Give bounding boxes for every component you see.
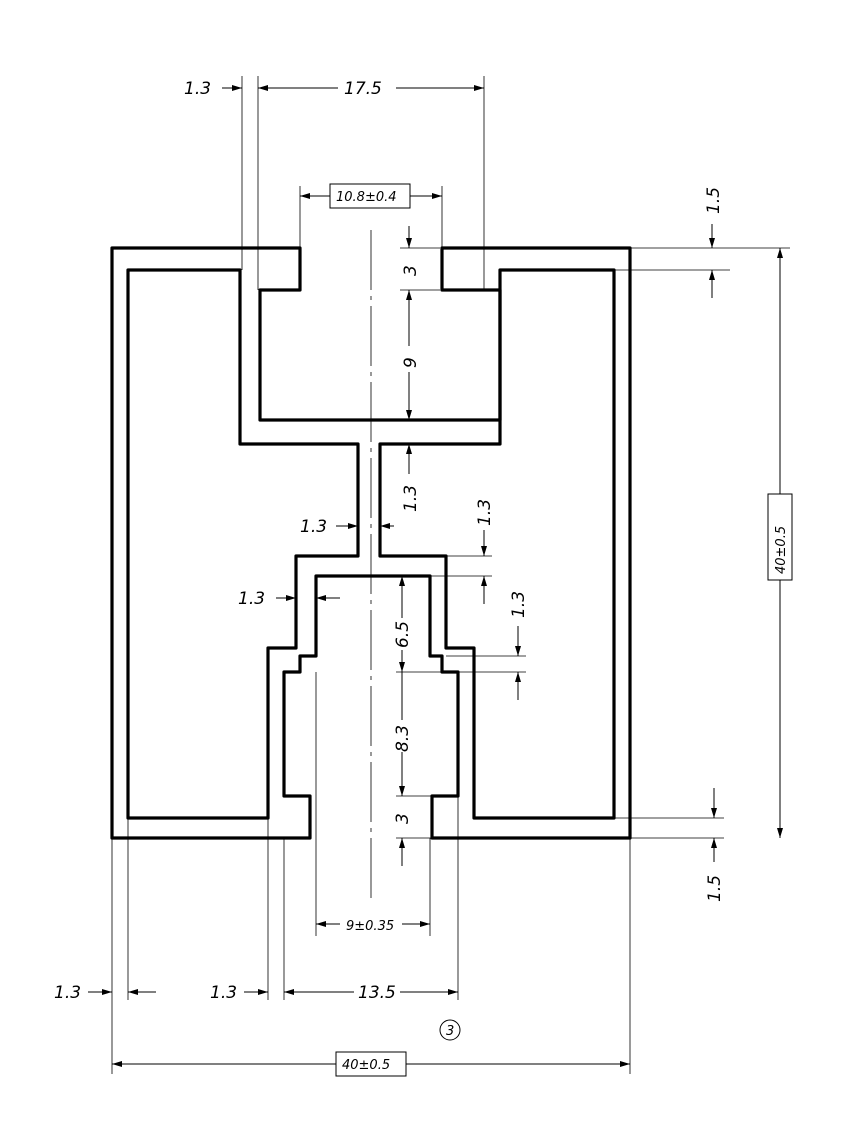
dim-lower-opening: 9±0.35 — [346, 919, 394, 934]
arrow — [284, 989, 294, 995]
arrow — [448, 989, 458, 995]
arrow — [399, 838, 405, 848]
arrow — [481, 546, 487, 556]
dim-slot-inner-width: 17.5 — [344, 79, 382, 99]
arrow — [112, 1061, 122, 1067]
arrow — [777, 248, 783, 258]
dim-lower-slot-lower: 8.3 — [393, 725, 413, 752]
arrow — [399, 662, 405, 672]
arrow — [515, 646, 521, 656]
dim-bottom-inner-wall: 1.3 — [210, 983, 237, 1003]
dim-bottom-flange: 1.5 — [705, 875, 725, 902]
dim-box — [335, 1051, 407, 1077]
arrow — [286, 595, 296, 601]
arrow — [300, 193, 310, 199]
dim-neck-step: 1.3 — [509, 591, 529, 618]
dim-top-flange: 1.5 — [704, 187, 724, 214]
dim-web-right-step: 1.3 — [475, 499, 495, 526]
arrow — [399, 786, 405, 796]
profile-left-cavity — [126, 268, 360, 820]
arrow — [709, 270, 715, 280]
arrow — [406, 238, 412, 248]
arrow — [711, 838, 717, 848]
arrow — [348, 523, 358, 529]
dim-bottom-lip: 3 — [393, 813, 413, 824]
dim-slot-lip: 3 — [401, 265, 421, 276]
arrow — [420, 921, 430, 927]
dim-web-thickness: 1.3 — [300, 517, 327, 537]
dim-box — [767, 493, 793, 581]
arrow — [777, 828, 783, 838]
dim-slot-opening: 10.8±0.4 — [336, 190, 397, 205]
arrow — [399, 576, 405, 586]
arrow — [432, 193, 442, 199]
arrow — [515, 672, 521, 682]
arrow — [711, 808, 717, 818]
dim-bottom-slot-width: 13.5 — [358, 983, 396, 1003]
arrow — [128, 989, 138, 995]
arrow — [102, 989, 112, 995]
dim-total-width: 40±0.5 — [342, 1058, 390, 1073]
dim-neck-wall: 1.3 — [238, 589, 265, 609]
dim-slot-depth: 9 — [401, 357, 421, 368]
arrow — [406, 290, 412, 300]
dim-lower-slot-upper: 6.5 — [393, 621, 413, 648]
arrow — [709, 238, 715, 248]
arrow — [316, 595, 326, 601]
part-number-circle — [439, 1019, 461, 1041]
arrow — [474, 85, 484, 91]
dim-box — [329, 183, 411, 209]
arrow — [316, 921, 326, 927]
arrow — [232, 85, 242, 91]
part-number: 3 — [446, 1024, 454, 1039]
arrow — [620, 1061, 630, 1067]
dim-wall-top-left: 1.3 — [184, 79, 211, 99]
dim-web-gap: 1.3 — [401, 485, 421, 512]
arrow — [481, 576, 487, 586]
dim-total-height: 40±0.5 — [774, 526, 789, 574]
arrow — [406, 444, 412, 454]
arrow — [406, 410, 412, 420]
dim-bottom-left-wall: 1.3 — [54, 983, 81, 1003]
arrow — [258, 989, 268, 995]
arrow — [380, 523, 390, 529]
arrow — [258, 85, 268, 91]
